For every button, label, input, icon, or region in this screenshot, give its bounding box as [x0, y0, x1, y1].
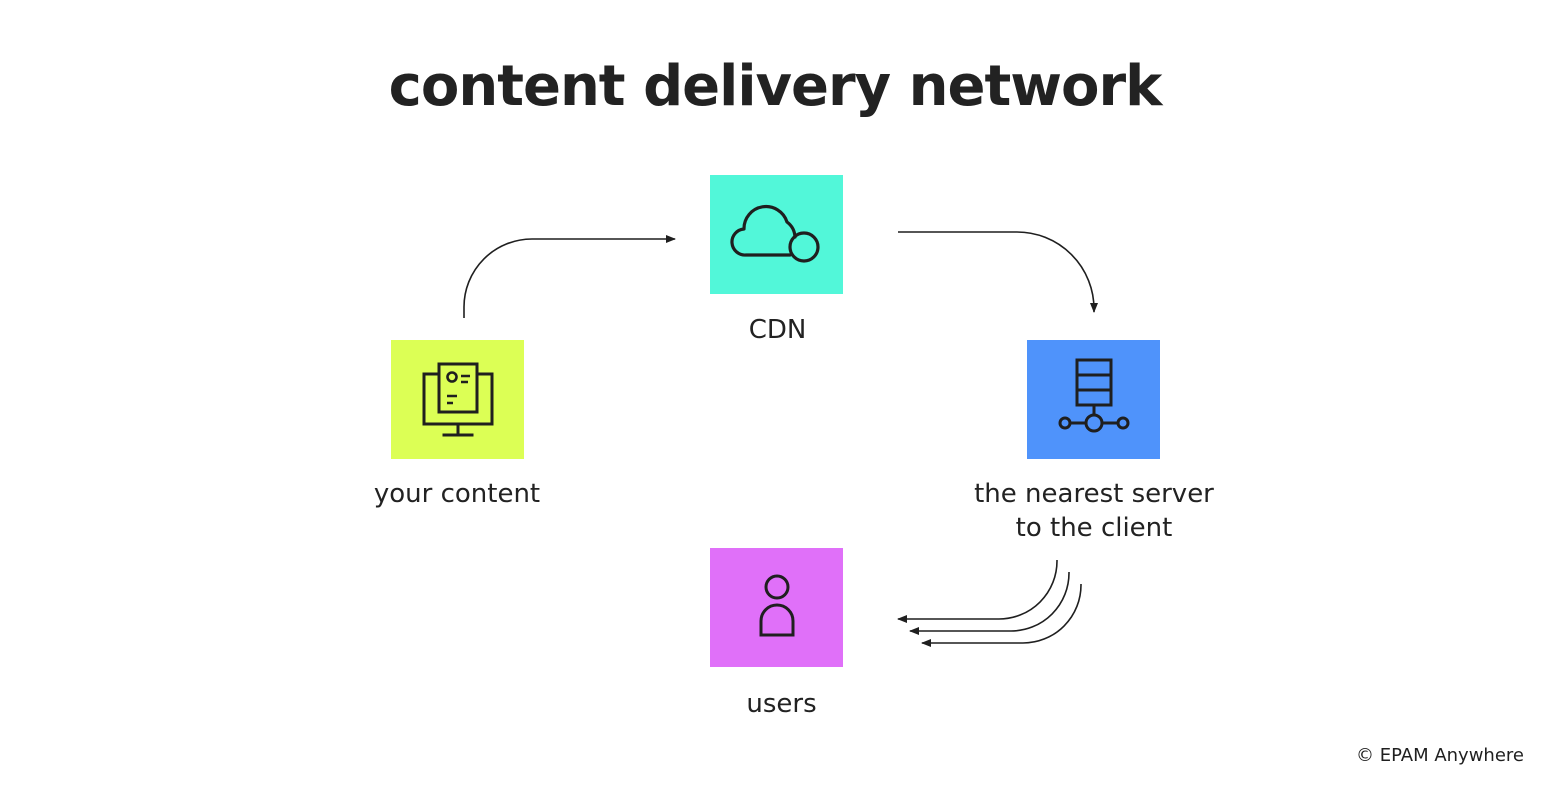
server-label-line2: to the client: [1015, 513, 1173, 543]
user-icon: [759, 574, 794, 636]
arrow-server-to-users-2: [909, 572, 1070, 635]
cloud-icon: [729, 204, 820, 263]
cdn-tile: [710, 175, 843, 294]
cdn-label: CDN: [748, 315, 807, 345]
content-tile: [391, 340, 524, 459]
users-label: users: [746, 689, 817, 719]
arrow-server-to-users-1: [897, 560, 1058, 623]
server-label-line1: the nearest server: [974, 479, 1214, 509]
content-label: your content: [373, 479, 541, 509]
arrow-content-to-cdn: [463, 235, 676, 318]
arrow-cdn-to-server: [898, 231, 1098, 313]
copyright-text: © EPAM Anywhere: [1355, 745, 1524, 766]
arrow-server-to-users-3: [921, 584, 1082, 647]
users-tile: [710, 548, 843, 667]
server-network-icon: [1058, 358, 1129, 432]
server-tile: [1027, 340, 1160, 459]
page-title: content delivery network: [388, 54, 1163, 119]
monitor-document-icon: [422, 362, 493, 436]
